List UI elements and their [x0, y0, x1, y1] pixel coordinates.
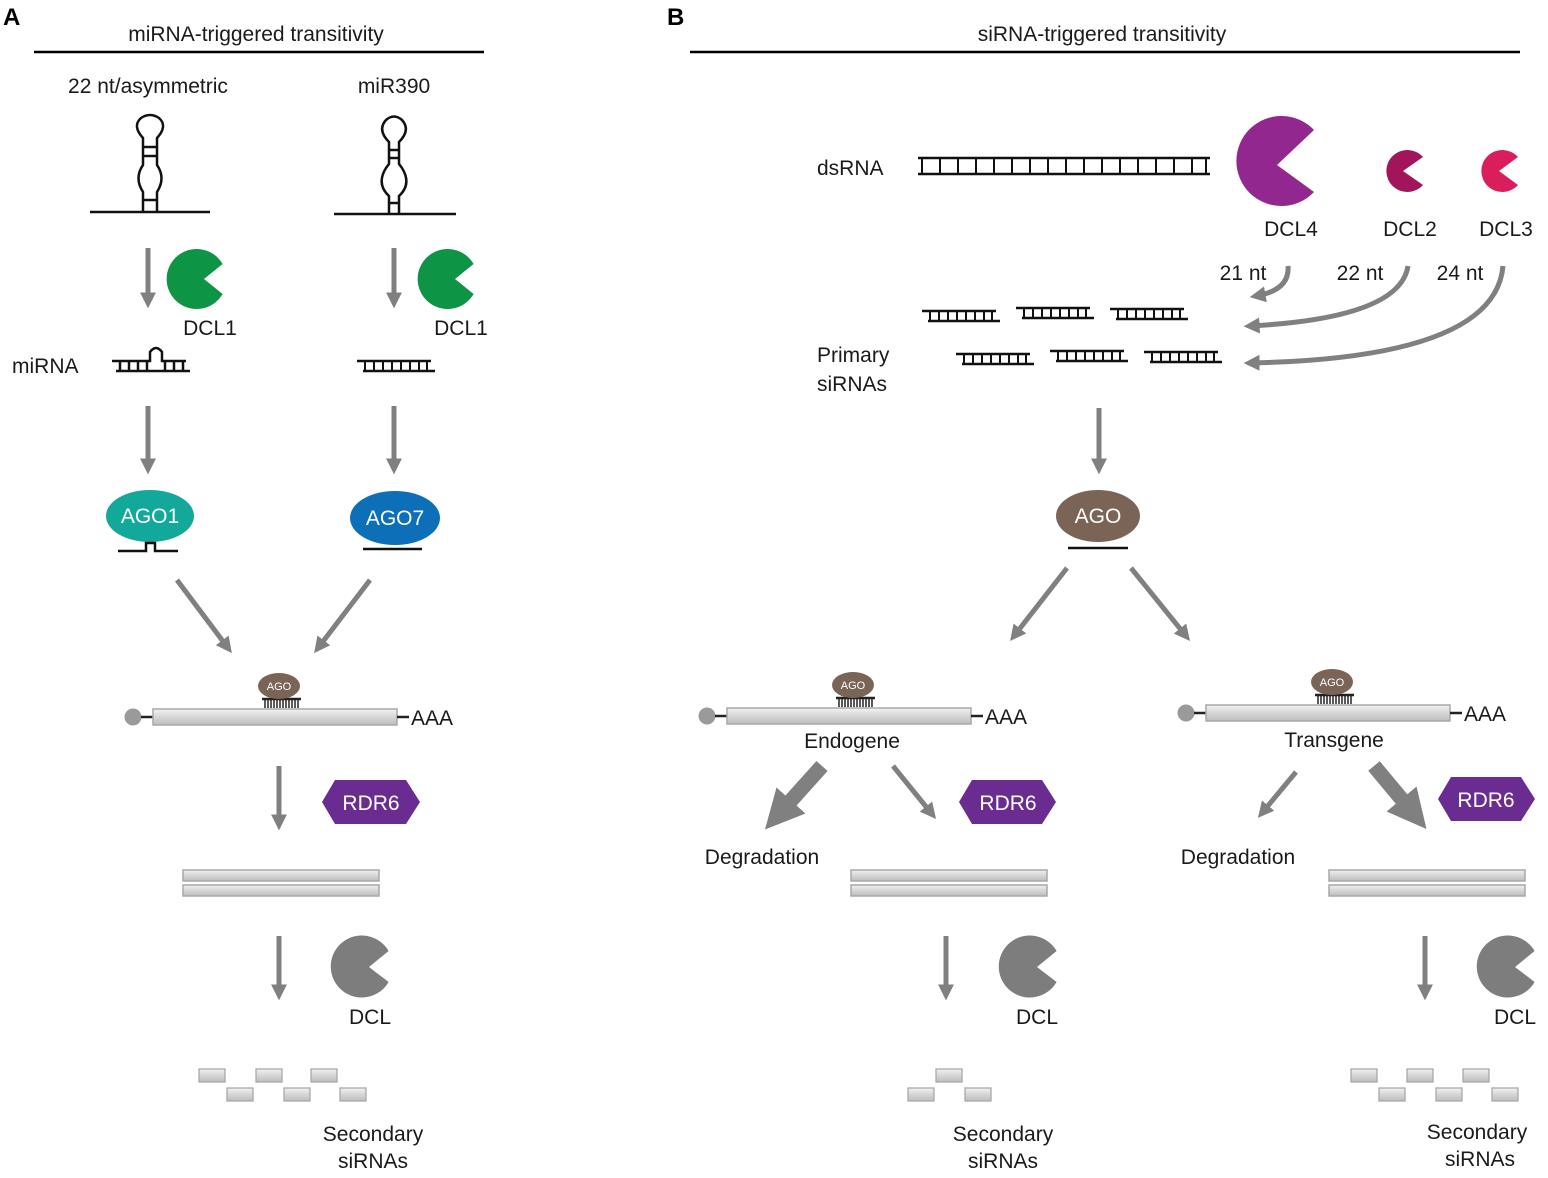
ago-b-label: AGO: [1075, 505, 1122, 528]
arrow-dcl2-to-sirnas: [1243, 265, 1411, 334]
dcl-a-shape: [330, 935, 389, 998]
transgene-degradation-label: Degradation: [1181, 846, 1295, 869]
dsrna-label: dsRNA: [817, 157, 884, 180]
primary-sirnas-line2: siRNAs: [817, 373, 887, 396]
dcl-endogene-label: DCL: [1016, 1006, 1058, 1029]
ago-b-shape: [1056, 490, 1140, 542]
endogene-polya: AAA: [985, 706, 1027, 729]
arrow-endogene-rdr6-weak: [891, 764, 937, 819]
secondary-a-line1: Secondary: [323, 1123, 424, 1146]
mirna-duplex-left: [112, 346, 190, 373]
ago7-shape: [350, 491, 440, 545]
panel-b-title: siRNA-triggered transitivity: [978, 23, 1227, 46]
dsrna-transgene: [1328, 869, 1526, 897]
dcl1-left-label: DCL1: [183, 317, 237, 340]
rdr6-a-label: RDR6: [342, 792, 399, 815]
rdr6-transgene-shape: [1438, 777, 1535, 821]
dsrna-a: [182, 869, 380, 897]
mirna-label: miRNA: [12, 355, 79, 378]
transgene-polya: AAA: [1464, 703, 1506, 726]
secondary-endogene-line2: siRNAs: [968, 1150, 1038, 1173]
ago1-label: AGO1: [121, 505, 179, 528]
arrow-dcl4-to-sirnas: [1249, 265, 1291, 303]
size-22nt-label: 22 nt: [1337, 262, 1384, 285]
rdr6-endogene-label: RDR6: [979, 792, 1036, 815]
rdr6-a-shape: [322, 780, 420, 824]
arrow-ago1-to-target: [175, 578, 232, 654]
hairpin-22nt-label: 22 nt/asymmetric: [68, 75, 228, 98]
hairpin-mir390-label: miR390: [358, 75, 430, 98]
arrow-ago-to-endogene: [1010, 566, 1069, 642]
secondary-sirnas-transgene-tiles: [1350, 1068, 1519, 1102]
dcl-endogene-shape: [998, 935, 1057, 998]
endogene-degradation-label: Degradation: [705, 846, 819, 869]
dcl2-label: DCL2: [1383, 218, 1437, 241]
dcl-transgene-label: DCL: [1494, 1006, 1536, 1029]
long-dsrna: [918, 156, 1210, 176]
secondary-endogene-line1: Secondary: [953, 1123, 1054, 1146]
dcl1-right-label: DCL1: [434, 317, 488, 340]
dcl3-label: DCL3: [1479, 218, 1533, 241]
panel-b-letter: B: [667, 4, 684, 31]
endogene-label: Endogene: [804, 730, 900, 753]
panel-a-title: miRNA-triggered transitivity: [128, 23, 384, 46]
dcl1-right-shape: [417, 249, 474, 310]
arrow-ago7-to-target: [314, 578, 372, 654]
primary-sirna-duplexes: [920, 306, 1224, 366]
secondary-sirnas-a-tiles: [198, 1068, 367, 1102]
dcl4-label: DCL4: [1264, 218, 1318, 241]
rdr6-endogene-shape: [959, 780, 1056, 824]
ago1-mirna-strand: [118, 541, 178, 553]
transgene-ago-label: AGO: [1320, 677, 1345, 689]
secondary-sirnas-endogene-tiles: [907, 1068, 992, 1102]
dcl4-shape: [1236, 116, 1314, 206]
primary-sirnas-line1: Primary: [817, 344, 890, 367]
secondary-transgene-line2: siRNAs: [1445, 1148, 1515, 1171]
dsrna-endogene: [850, 869, 1048, 897]
dcl1-left-shape: [166, 249, 223, 310]
rdr6-transgene-label: RDR6: [1457, 789, 1514, 812]
ago1-shape: [106, 490, 194, 542]
arrow-ago-to-transgene: [1129, 566, 1191, 641]
secondary-transgene-line1: Secondary: [1427, 1121, 1528, 1144]
ago7-label: AGO7: [366, 507, 424, 530]
mirna-duplex-right: [355, 359, 437, 373]
panel-a-letter: A: [3, 4, 20, 31]
arrow-dcl3-to-sirnas: [1243, 265, 1506, 371]
dcl2-shape: [1386, 150, 1423, 192]
size-24nt-label: 24 nt: [1437, 262, 1484, 285]
dcl-transgene-shape: [1476, 935, 1535, 998]
endogene-ago-label: AGO: [841, 680, 866, 692]
hairpin-22nt: [90, 113, 210, 214]
size-21nt-label: 21 nt: [1220, 262, 1267, 285]
dcl-a-label: DCL: [349, 1006, 391, 1029]
hairpin-mir390: [334, 115, 456, 216]
transcript-a-polya: AAA: [411, 707, 453, 730]
secondary-a-line2: siRNAs: [338, 1150, 408, 1173]
transcript-a-ago-label: AGO: [267, 681, 292, 693]
dcl3-shape: [1481, 150, 1518, 192]
arrow-transgene-rdr6-strong: [1368, 761, 1427, 829]
arrow-endogene-degradation-strong: [764, 760, 828, 830]
arrow-transgene-degradation-weak: [1257, 770, 1298, 818]
transgene-label: Transgene: [1284, 729, 1384, 752]
